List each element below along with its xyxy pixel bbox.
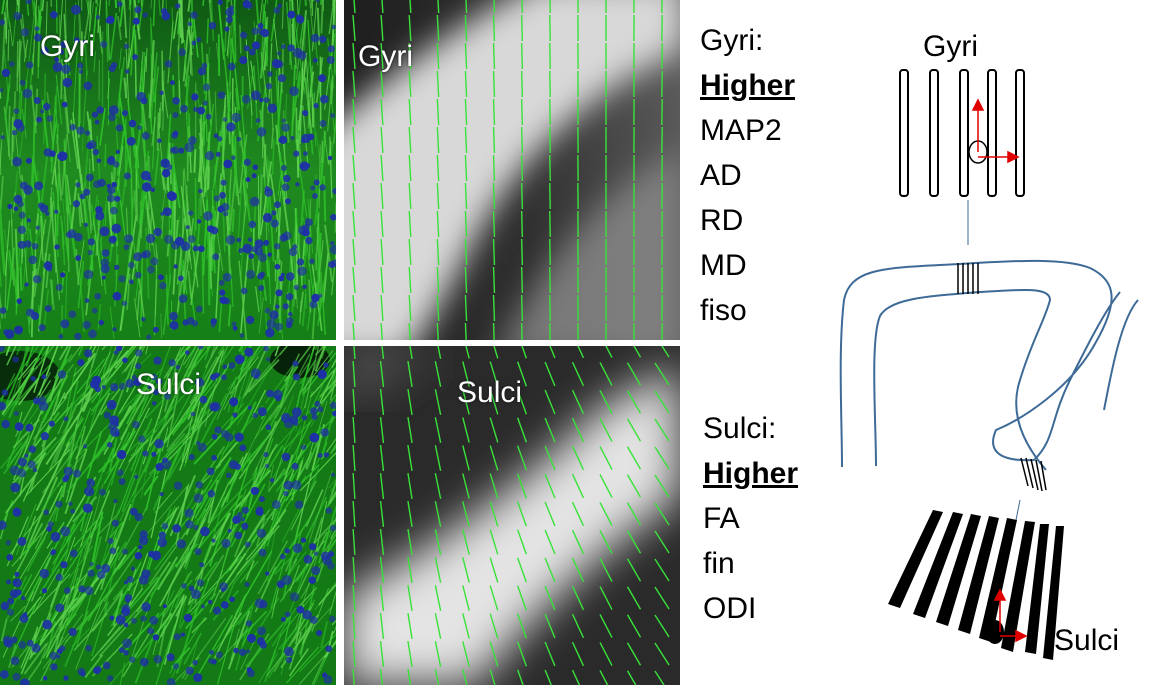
cortex-inset-columns	[957, 263, 1047, 492]
sulci-list-title: Sulci:	[703, 412, 777, 445]
cortex-schematic: Gyri	[839, 30, 1139, 660]
gyri-metric-item: AD	[700, 159, 742, 192]
sulci-metric-item: ODI	[703, 592, 757, 625]
sulci-diffusion-ellipse	[986, 620, 1004, 644]
gyri-metric-item: fiso	[700, 294, 747, 327]
sulci-list-header: Higher	[703, 457, 799, 490]
sulci-metric-list: Sulci: Higher FA fin ODI	[703, 406, 798, 631]
gyri-list-title: Gyri:	[700, 24, 764, 57]
panel-label-gyri: Gyri	[40, 30, 95, 63]
panel-label-sulci: Sulci	[136, 368, 202, 401]
sulci-connector-line	[1015, 499, 1021, 521]
microscopy-sulci-image	[0, 346, 336, 685]
sulci-metric-item: FA	[703, 502, 740, 535]
gyri-metric-item: RD	[700, 204, 744, 237]
nuclei-texture	[0, 346, 336, 685]
gyri-list-header: Higher	[700, 69, 796, 102]
dti-gyri-image	[344, 0, 680, 340]
sulci-diffusion-arrows	[993, 588, 1028, 643]
gyri-diffusion-arrows	[971, 98, 1020, 164]
diagram-label-sulci: Sulci	[1054, 624, 1119, 657]
sulci-metric-item: fin	[703, 547, 735, 580]
sulci-neurite-columns	[888, 510, 1064, 660]
microscopy-gyri-image	[0, 0, 336, 340]
cortex-outline	[839, 259, 1139, 471]
gyri-metric-item: MAP2	[700, 114, 782, 147]
neurite-texture	[0, 346, 336, 685]
microscopy-gyri-panel: Gyri	[0, 0, 336, 340]
fiber-orientation-lines	[352, 0, 663, 340]
diagram-label-gyri: Gyri	[923, 30, 978, 63]
dti-sulci-image	[344, 346, 680, 685]
microscopy-sulci-panel: Sulci	[0, 346, 336, 685]
gyri-metric-list: Gyri: Higher MAP2 AD RD MD fiso	[700, 18, 795, 333]
dti-gyri-panel: Gyri	[344, 0, 680, 340]
panel-label-gyri-dti: Gyri	[358, 40, 413, 73]
gyri-neurite-columns	[899, 69, 1025, 197]
nuclei-texture	[0, 0, 336, 340]
panel-label-sulci-dti: Sulci	[457, 376, 523, 409]
gyri-metric-item: MD	[700, 249, 747, 282]
dti-sulci-panel: Sulci	[344, 346, 680, 685]
fiber-orientation-lines	[352, 346, 670, 685]
